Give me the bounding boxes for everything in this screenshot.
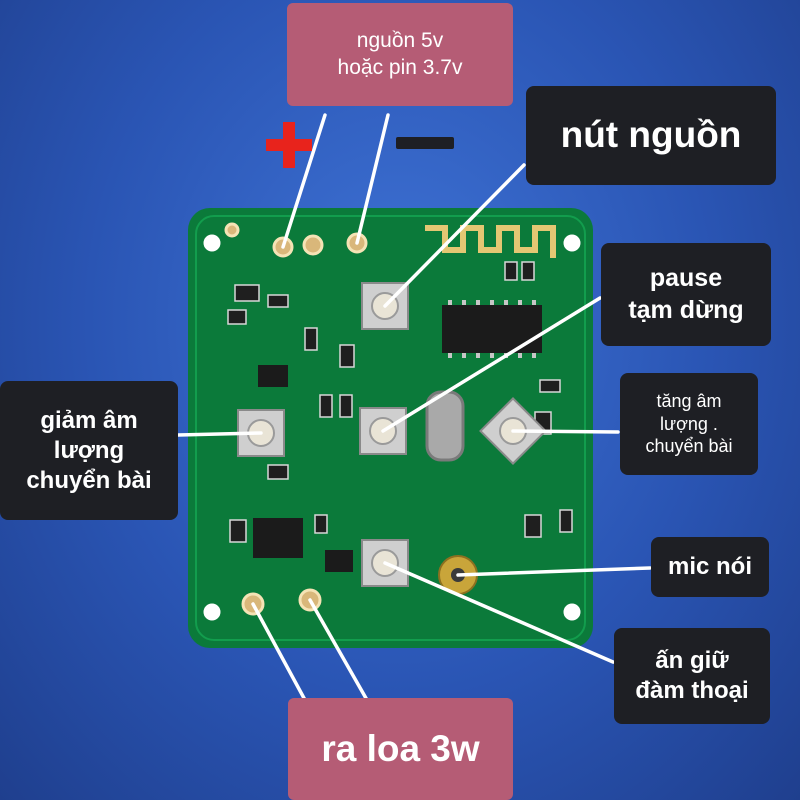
label-volume-up: tăng âm lượng . chuyển bài	[620, 373, 758, 475]
ic-chip-main	[442, 305, 542, 353]
label-pause: pause tạm dừng	[601, 243, 771, 346]
antenna-trace	[425, 225, 556, 258]
label-volume-down: giảm âm lượng chuyển bài	[0, 381, 178, 520]
label-power-input: nguồn 5v hoặc pin 3.7v	[287, 3, 513, 106]
minus-sign-icon	[396, 137, 454, 149]
mounting-holes	[202, 233, 582, 622]
plus-sign-icon	[266, 122, 312, 168]
label-call: ấn giữ đàm thoại	[614, 628, 770, 724]
label-power-button: nút nguồn	[526, 86, 776, 185]
ic-chip-amplifier	[253, 518, 303, 558]
label-speaker-out: ra loa 3w	[288, 698, 513, 800]
label-mic: mic nói	[651, 537, 769, 597]
pointer-lines	[176, 113, 652, 702]
solder-pads	[224, 222, 368, 616]
